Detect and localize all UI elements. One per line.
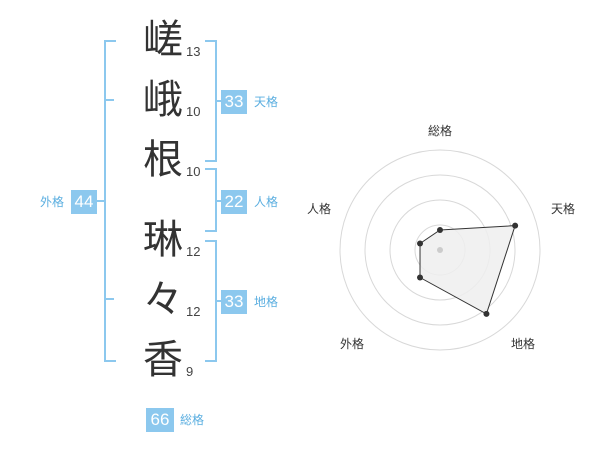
bracket-connector [96, 200, 104, 202]
tenkaku-label: 天格 [254, 95, 279, 109]
radar-point-2 [512, 222, 519, 229]
stroke-count-3: 10 [186, 164, 201, 179]
name-char-6: 香 [143, 337, 183, 383]
gaikaku-bracket [104, 40, 116, 362]
radar-label-jinkaku: 人格 [307, 202, 332, 216]
radar-center-dot [437, 247, 443, 253]
soukaku-label: 総格 [180, 413, 205, 427]
tenkaku-score-badge: 33 [221, 90, 247, 114]
gaikaku-label: 外格 [40, 195, 65, 209]
soukaku-score-badge: 66 [146, 408, 174, 432]
gaikaku-score-badge: 44 [71, 190, 97, 214]
jinkaku-label: 人格 [254, 195, 279, 209]
bracket-tick [104, 298, 114, 300]
chikaku-label: 地格 [254, 295, 279, 309]
radar-point-4 [417, 274, 424, 281]
bracket-tick [104, 99, 114, 101]
radar-label-chikaku: 地格 [511, 337, 536, 351]
radar-label-tenkaku: 天格 [551, 202, 576, 216]
radar-label-soukaku: 総格 [428, 124, 453, 138]
stroke-count-5: 12 [186, 304, 201, 319]
fortune-radar-chart [339, 149, 541, 351]
radar-point-1 [437, 227, 443, 233]
bracket-connector [215, 200, 221, 202]
bracket-connector [215, 300, 221, 302]
name-char-4: 琳 [143, 217, 183, 263]
radar-ring [364, 174, 516, 326]
radar-label-gaikaku: 外格 [340, 337, 365, 351]
jinkaku-score-badge: 22 [221, 190, 247, 214]
radar-ring [339, 149, 541, 351]
radar-shape [419, 225, 516, 315]
radar-point-5 [417, 240, 424, 247]
chikaku-score-badge: 33 [221, 290, 247, 314]
name-char-5: 々 [143, 277, 183, 323]
stroke-count-2: 10 [186, 104, 201, 119]
radar-point-3 [483, 310, 490, 317]
name-char-1: 嵯 [143, 17, 183, 63]
bracket-connector [215, 100, 221, 102]
stroke-count-4: 12 [186, 244, 201, 259]
stroke-count-6: 9 [186, 364, 194, 379]
name-char-2: 峨 [143, 77, 183, 123]
stroke-count-1: 13 [186, 44, 201, 59]
name-char-3: 根 [143, 137, 183, 183]
